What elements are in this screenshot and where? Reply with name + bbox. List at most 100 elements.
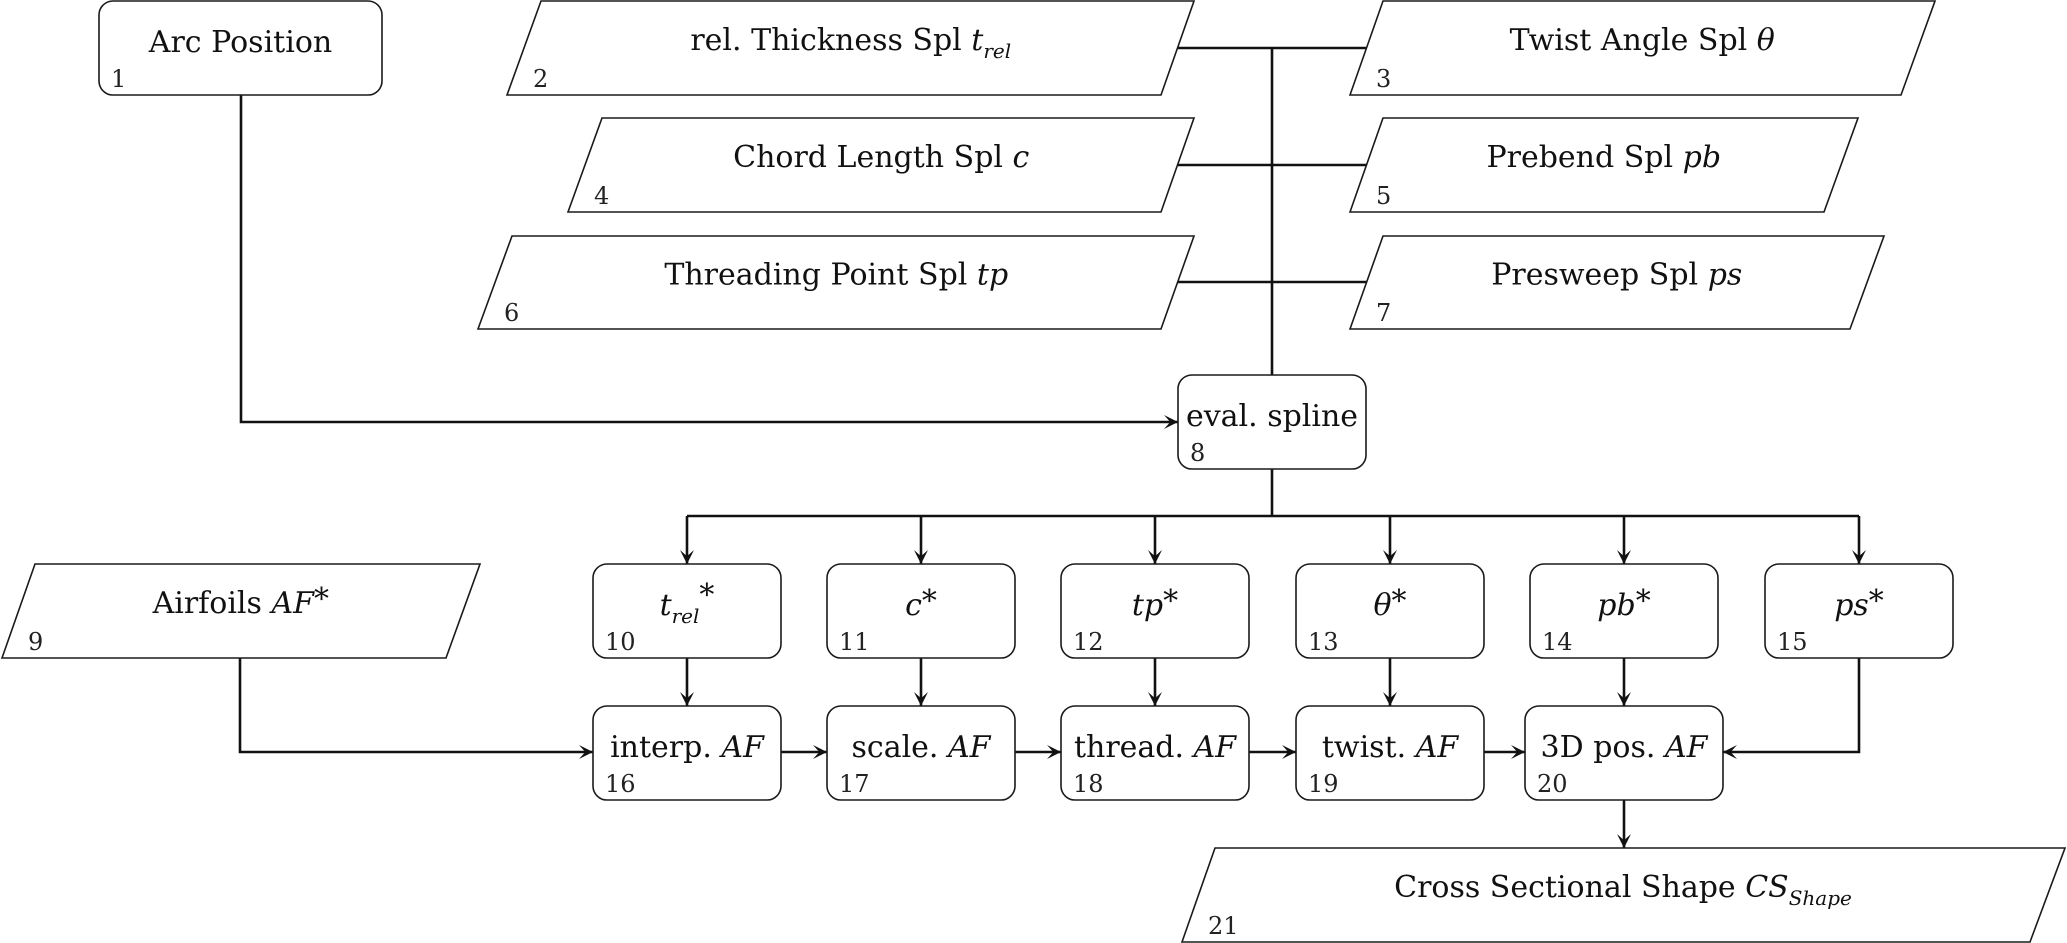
- arrowhead: [1383, 692, 1397, 706]
- arrowhead: [1511, 745, 1525, 759]
- label-math: t: [971, 23, 984, 58]
- label-superscript: *: [1636, 584, 1651, 619]
- label-math: c: [905, 588, 922, 623]
- connectors: [238, 46, 1866, 848]
- process-box: [592, 563, 782, 659]
- node-number: 4: [594, 182, 609, 210]
- node-number: 7: [1376, 299, 1391, 327]
- node-label: Airfoils AF*: [152, 582, 329, 621]
- node-13: θ*13: [1295, 563, 1485, 659]
- node-15: ps*15: [1764, 563, 1954, 659]
- node-label: tp*: [1132, 584, 1178, 623]
- data-parallelogram: [1180, 847, 2067, 943]
- node-7: Presweep Spl ps7: [1348, 235, 1886, 330]
- node-number: 5: [1376, 182, 1391, 210]
- node-6: Threading Point Spl tp 6: [476, 235, 1196, 330]
- node-1: Arc Position 1: [98, 0, 383, 96]
- label-math: AF: [1413, 730, 1460, 765]
- arrowhead: [1047, 745, 1061, 759]
- arrowhead: [1617, 550, 1631, 564]
- node-number: 21: [1208, 912, 1239, 940]
- node-18: thread. AF 18: [1060, 705, 1250, 801]
- node-label: trel*: [660, 578, 715, 628]
- node-2: rel. Thickness Spl trel 2: [505, 0, 1196, 96]
- label-text: eval. spline: [1186, 399, 1358, 434]
- node-number: 1: [111, 65, 126, 93]
- data-parallelogram: [476, 235, 1196, 330]
- arrowhead: [579, 745, 593, 759]
- arrowhead: [1282, 745, 1296, 759]
- arrowhead: [1852, 550, 1866, 564]
- arrowhead: [1617, 692, 1631, 706]
- arrowhead: [1617, 834, 1631, 848]
- node-11: c*11: [826, 563, 1016, 659]
- node-14: pb* 14: [1529, 563, 1719, 659]
- label-text: Cross Sectional Shape: [1394, 870, 1745, 905]
- node-3: Twist Angle Spl θ3: [1348, 0, 1937, 96]
- arrowhead: [680, 692, 694, 706]
- node-number: 6: [504, 299, 519, 327]
- node-label: pb*: [1597, 584, 1650, 623]
- label-text: Arc Position: [148, 25, 332, 60]
- arrowhead: [1148, 550, 1162, 564]
- node-label: Threading Point Spl tp: [664, 258, 1008, 293]
- node-21: Cross Sectional Shape CSShape 21: [1180, 847, 2067, 943]
- label-text: Presweep Spl: [1491, 258, 1708, 293]
- node-label: eval. spline: [1186, 399, 1358, 434]
- process-box: [98, 0, 383, 96]
- process-box: [1060, 705, 1250, 801]
- node-number: 14: [1542, 628, 1573, 656]
- process-box: [1764, 563, 1954, 659]
- node-number: 20: [1537, 770, 1568, 798]
- label-superscript: *: [699, 578, 714, 613]
- node-number: 18: [1073, 770, 1104, 798]
- arrowhead: [1148, 692, 1162, 706]
- process-box: [1177, 374, 1367, 470]
- node-number: 9: [28, 628, 43, 656]
- arrowhead: [1383, 550, 1397, 564]
- data-parallelogram: [505, 0, 1196, 96]
- data-parallelogram: [1348, 235, 1886, 330]
- label-text: Twist Angle Spl: [1510, 23, 1757, 58]
- label-text: Prebend Spl: [1486, 140, 1682, 175]
- label-text: rel. Thickness Spl: [690, 23, 971, 58]
- process-box: [1529, 563, 1719, 659]
- process-box: [592, 705, 782, 801]
- node-label: Twist Angle Spl θ: [1510, 23, 1775, 58]
- node-number: 11: [839, 628, 870, 656]
- data-parallelogram: [1348, 117, 1860, 213]
- node-number: 8: [1190, 439, 1205, 467]
- arrowhead: [680, 550, 694, 564]
- label-math: CS: [1745, 870, 1789, 905]
- label-math: θ: [1757, 23, 1775, 58]
- node-label: Cross Sectional Shape CSShape: [1394, 870, 1852, 910]
- label-superscript: *: [1869, 584, 1884, 619]
- label-text: scale.: [852, 730, 949, 765]
- data-parallelogram: [566, 117, 1196, 213]
- arrowhead: [914, 692, 928, 706]
- node-label: Chord Length Spl c: [733, 140, 1029, 175]
- arrowhead: [1723, 745, 1737, 759]
- label-math: AF: [945, 730, 992, 765]
- node-8: eval. spline 8: [1177, 374, 1367, 470]
- node-number: 16: [605, 770, 636, 798]
- process-box: [826, 563, 1016, 659]
- node-label: Prebend Spl pb: [1486, 140, 1721, 175]
- label-math: c: [1013, 140, 1030, 175]
- node-number: 2: [533, 65, 548, 93]
- node-label: rel. Thickness Spl trel: [690, 23, 1011, 63]
- presweep-to-3dpos-connector: [1723, 658, 1861, 754]
- process-box: [1295, 563, 1485, 659]
- airfoils-connector: [238, 658, 593, 754]
- node-number: 19: [1308, 770, 1339, 798]
- node-number: 13: [1308, 628, 1339, 656]
- label-math: tp: [1132, 588, 1163, 623]
- node-label: thread. AF: [1074, 730, 1237, 765]
- node-number: 10: [605, 628, 636, 656]
- label-subscript: rel: [983, 39, 1011, 63]
- label-superscript: *: [314, 582, 329, 617]
